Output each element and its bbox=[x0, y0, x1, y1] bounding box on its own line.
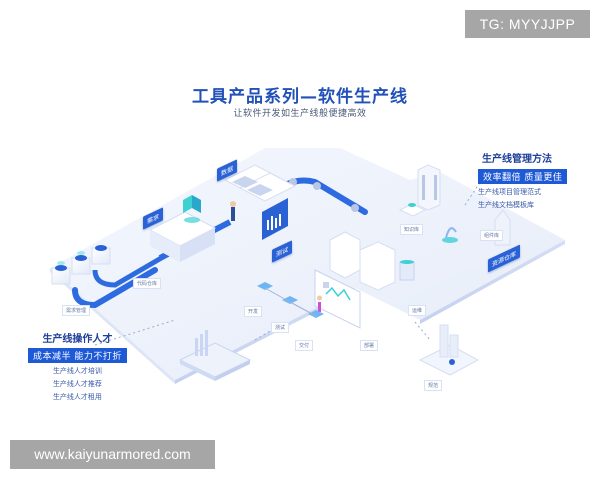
machines bbox=[51, 245, 111, 285]
watermark-top: TG: MYYJJPP bbox=[465, 10, 590, 38]
talent-item: 生产线人才培训 bbox=[52, 367, 102, 375]
platform-label: 交付 bbox=[295, 340, 314, 351]
talent-callout: 生产线操作人才 成本减半 能力不打折 生产线人才培训 生产线人才推荐 生产线人才… bbox=[28, 330, 127, 402]
management-callout: 生产线管理方法 效率翻倍 质量更佳 生产线项目管理范式 生产线文档模板库 bbox=[478, 150, 568, 210]
page-subtitle: 让软件开发如生产线般便捷高效 bbox=[233, 109, 367, 119]
watermark-bottom: www.kaiyunarmored.com bbox=[10, 440, 215, 469]
platform-label: 部署 bbox=[360, 340, 379, 351]
platform-label: 开发 bbox=[244, 306, 263, 317]
talent-band: 成本减半 能力不打折 bbox=[28, 348, 127, 363]
platform-label: 组件库 bbox=[480, 230, 504, 241]
platform-label: 运维 bbox=[408, 305, 427, 316]
management-item: 生产线文档模板库 bbox=[478, 201, 534, 209]
talent-item: 生产线人才推荐 bbox=[52, 380, 102, 388]
platform-label: 知识库 bbox=[400, 224, 424, 235]
platform-label: 测试 bbox=[271, 322, 290, 333]
management-title: 生产线管理方法 bbox=[482, 154, 552, 165]
platform-label: 需求管理 bbox=[62, 305, 91, 316]
management-band: 效率翻倍 质量更佳 bbox=[478, 169, 568, 184]
management-item: 生产线项目管理范式 bbox=[478, 188, 541, 196]
platform-label: 规范 bbox=[424, 380, 443, 391]
talent-title: 生产线操作人才 bbox=[42, 334, 113, 345]
page-title: 工具产品系列—软件生产线 bbox=[192, 87, 408, 107]
platform-label: 代码仓库 bbox=[133, 278, 162, 289]
talent-item: 生产线人才租用 bbox=[52, 393, 102, 401]
